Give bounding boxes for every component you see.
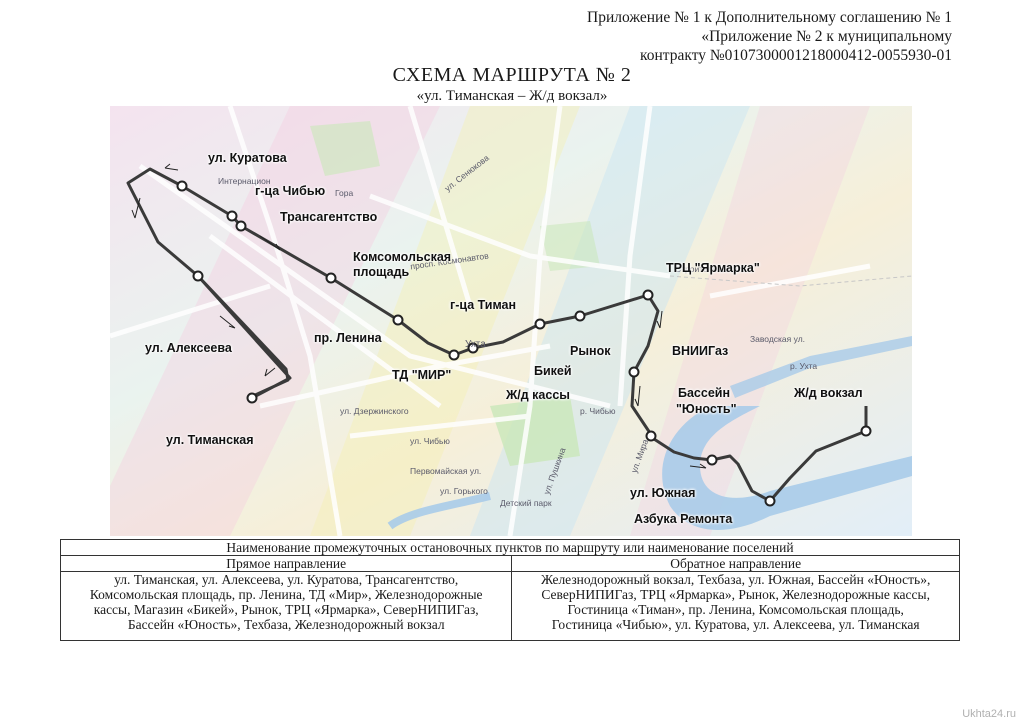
stop-label-komsomolskaya: Комсомольская: [353, 250, 452, 264]
street-label-chibyu-river: р. Чибью: [580, 406, 616, 416]
stop-label-lenina: пр. Ленина: [314, 331, 382, 345]
river-chibyu: [387, 492, 491, 530]
stop-marker-rynok[interactable]: [574, 310, 586, 322]
reverse-stops-line: Железнодорожный вокзал, Техбаза, ул. Южн…: [541, 572, 931, 587]
street-label-internacion: Интернацион: [218, 176, 271, 186]
appendix-line-3: контракту №0107300001218000412-0055930-0…: [639, 47, 952, 64]
forward-stops-line: ул. Тиманская, ул. Алексеева, ул. Курато…: [114, 572, 459, 587]
forward-direction-header: Прямое направление: [59, 555, 513, 572]
page-subtitle: «ул. Тиманская – Ж/д вокзал»: [416, 88, 608, 104]
street-label-ukhta: Ухта: [465, 339, 486, 350]
stop-marker-komsomolskaya[interactable]: [325, 272, 337, 284]
stop-marker-kuratova[interactable]: [176, 180, 188, 192]
street-label-gora: Гора: [335, 188, 354, 198]
direction-arrows: [131, 163, 707, 469]
stop-label-basseyn: Бассейн: [678, 386, 731, 400]
stop-marker-timanskaya[interactable]: [246, 392, 258, 404]
stop-label-bikey: Бикей: [534, 364, 572, 378]
stop-marker-bikey[interactable]: [534, 318, 546, 330]
reverse-direction-header: Обратное направление: [511, 555, 960, 572]
stop-marker-vniigaz[interactable]: [628, 366, 640, 378]
stop-marker-timan[interactable]: [467, 342, 479, 354]
street-label-ukhta-river: р. Ухта: [790, 361, 818, 371]
forward-stops-cell: ул. Тиманская, ул. Алексеева, ул. Курато…: [59, 571, 513, 641]
stop-label-yarmarka: ТРЦ "Ярмарка": [666, 261, 760, 275]
park-area-north: [310, 121, 380, 176]
stop-marker-mir[interactable]: [448, 349, 460, 361]
stop-label-azbuka: Азбука Ремонта: [634, 512, 733, 526]
stop-label-zhd-kassy: Ж/д кассы: [506, 388, 570, 402]
forward-stops-line: Бассейн «Юность», Техбаза, Железнодорожн…: [127, 617, 445, 632]
stop-label-transagent: Трансагентство: [280, 210, 378, 224]
stop-label-rynok: Рынок: [570, 344, 611, 358]
street-label-dzerzhinskogo: ул. Дзержинского: [340, 406, 409, 416]
tint-band-yellow: [310, 106, 580, 536]
reverse-stops-line: СеверНИПИГаз, ТРЦ «Ярмарка», Рынок, Желе…: [541, 587, 930, 602]
stop-marker-transagent[interactable]: [235, 220, 247, 232]
appendix-line-2: «Приложение № 2 к муниципальному: [701, 28, 952, 45]
stop-label-yuzhnaya: ул. Южная: [630, 486, 696, 500]
stops-table: Наименование промежуточных остановочных …: [59, 539, 960, 641]
stops-table-header: Наименование промежуточных остановочных …: [60, 539, 960, 556]
street-label-pervomayskaya: Первомайская ул.: [410, 466, 482, 476]
street-network: [110, 106, 871, 536]
stop-label-vniigaz: ВНИИГаз: [672, 344, 729, 358]
reverse-stops-line: Гостиница «Чибью», ул. Куратова, ул. Але…: [551, 617, 920, 632]
stop-label-yunost: "Юность": [676, 402, 737, 416]
tint-band-pink: [110, 106, 440, 536]
street-label-gorkogo: ул. Горького: [440, 486, 488, 496]
stop-marker-yuzhnaya[interactable]: [706, 454, 718, 466]
forward-stops-line: Комсомольская площадь, пр. Ленина, ТД «М…: [89, 587, 483, 602]
stop-label-vokzal: Ж/д вокзал: [794, 386, 863, 400]
stop-label-timan: г-ца Тиман: [450, 298, 517, 312]
stop-marker-lenina[interactable]: [392, 314, 404, 326]
stop-marker-chibyu[interactable]: [226, 210, 238, 222]
stop-marker-azbuka[interactable]: [764, 495, 776, 507]
stop-label-alekseeva: ул. Алексеева: [145, 341, 232, 355]
appendix-note: Приложение № 1 к Дополнительному соглаше…: [432, 8, 952, 65]
street-label-zavodskaya: Заводская ул.: [750, 334, 806, 344]
stop-label-kuratova: ул. Куратова: [208, 151, 287, 165]
stop-marker-alekseeva[interactable]: [192, 270, 204, 282]
river-ukhta: [662, 406, 912, 530]
street-label-stroitelnaya: Строительная ул.: [675, 264, 745, 274]
stop-label-mir: ТД "МИР": [392, 368, 452, 382]
forward-stops-line: кассы, Магазин «Бикей», Рынок, ТРЦ «Ярма…: [93, 602, 479, 617]
map-canvas: [110, 106, 912, 536]
watermark: Ukhta24.ru: [962, 708, 1016, 720]
park-area: [490, 396, 580, 466]
reverse-stops-line: Гостиница «Тиман», пр. Ленина, Комсомоль…: [567, 602, 904, 617]
stop-marker-yunost[interactable]: [645, 430, 657, 442]
stop-label-ploshchad: площадь: [353, 265, 410, 279]
stop-markers: [176, 180, 872, 507]
railway: [669, 275, 912, 287]
stop-label-chibyu: г-ца Чибью: [255, 184, 326, 198]
reverse-stops-cell: Железнодорожный вокзал, Техбаза, ул. Южн…: [511, 571, 960, 641]
appendix-line-1: Приложение № 1 к Дополнительному соглаше…: [587, 9, 952, 26]
stop-marker-yarmarka[interactable]: [642, 289, 654, 301]
street-label-chibyu-street: ул. Чибью: [410, 436, 450, 446]
route-map[interactable]: Интернацион ул. Сенюкова просп. Космонав…: [110, 106, 912, 536]
street-label-detskiy-park: Детский парк: [500, 498, 552, 508]
page-title: СХЕМА МАРШРУТА № 2: [392, 64, 632, 86]
river-ukhta-upper: [730, 336, 912, 398]
stop-marker-vokzal[interactable]: [860, 425, 872, 437]
stop-label-timanskaya: ул. Тиманская: [166, 433, 254, 447]
